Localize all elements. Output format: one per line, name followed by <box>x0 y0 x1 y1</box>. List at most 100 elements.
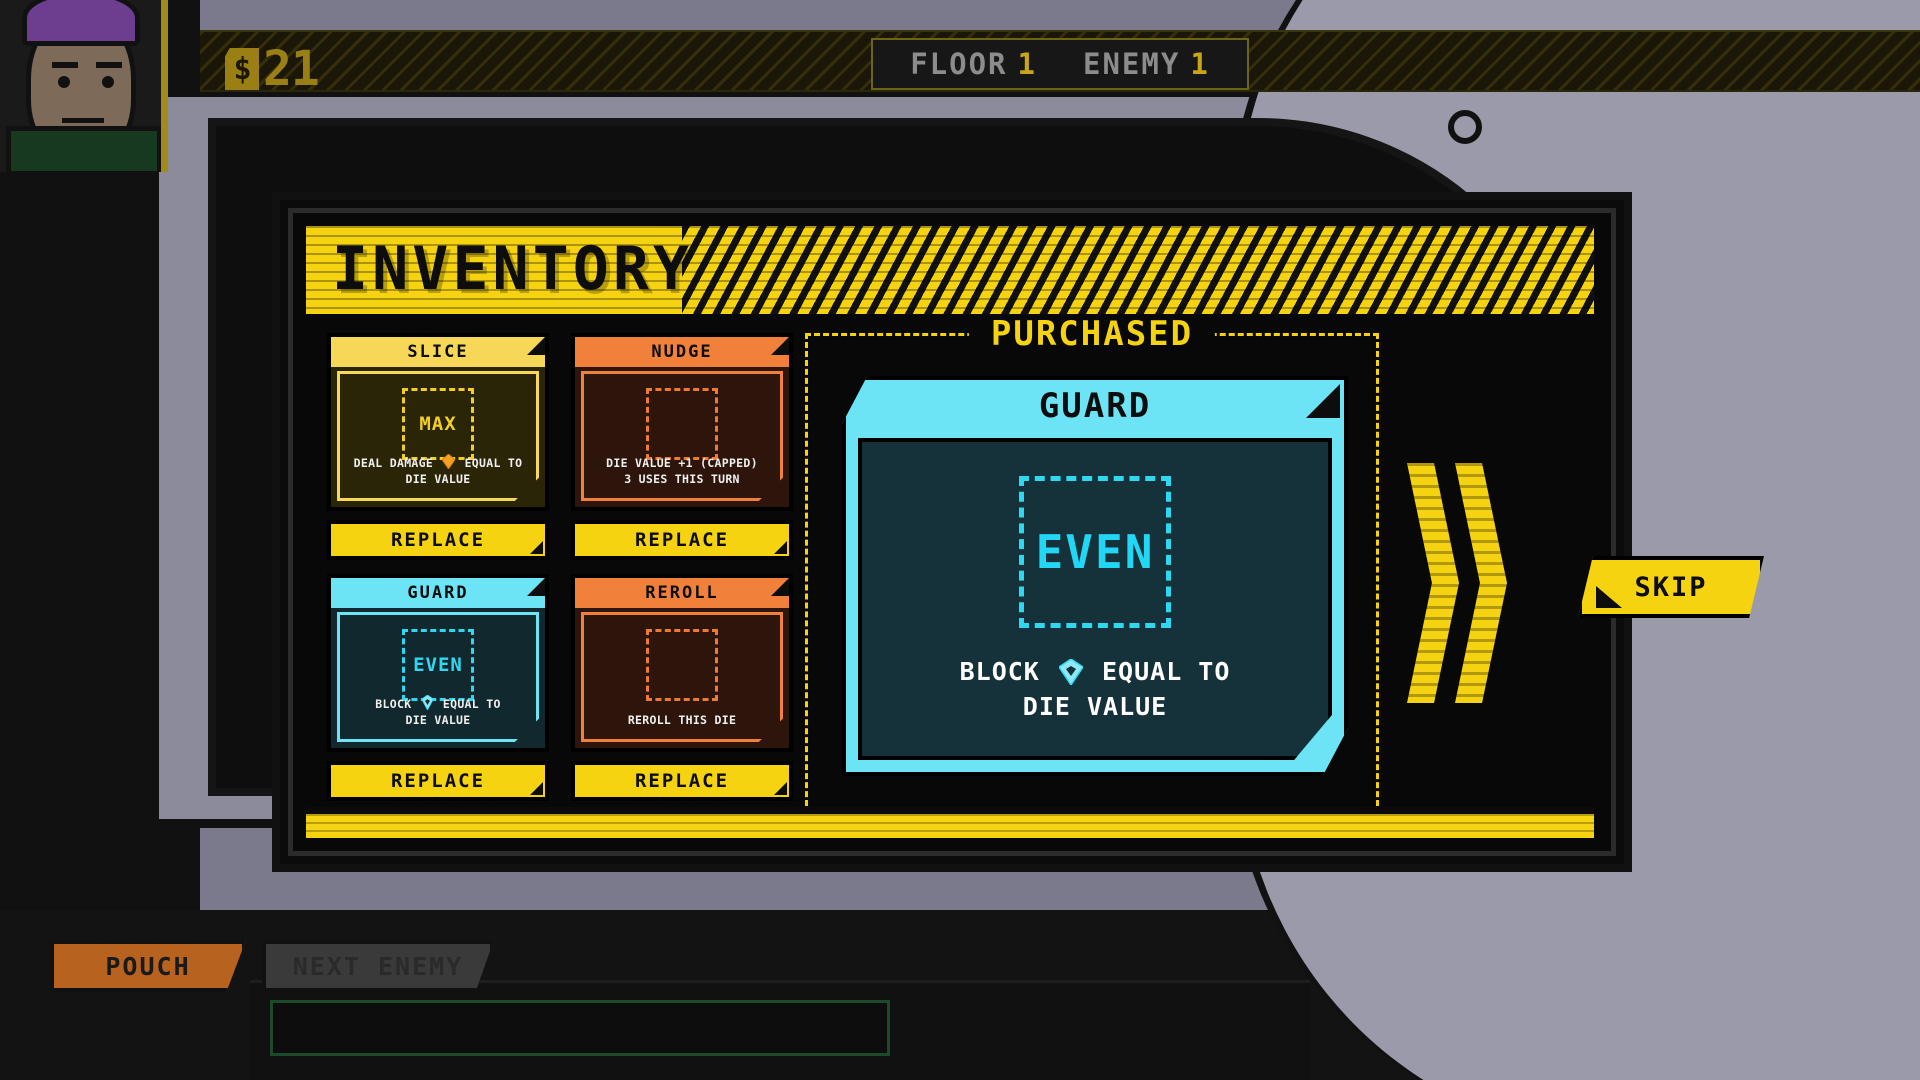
damage-diamond-icon <box>442 453 456 469</box>
desc-line1-pre: BLOCK <box>959 657 1040 686</box>
item-card-body: EVEN BLOCK EQUAL TO DIE VALUE <box>337 612 539 742</box>
corner-notch-icon <box>771 337 789 355</box>
inventory-slot-guard: GUARD EVEN BLOCK EQUAL TO <box>327 574 549 801</box>
panel-rail-shadow <box>306 807 1594 814</box>
item-card-body: DIE VALUE +1 (CAPPED) 3 USES THIS TURN <box>581 371 783 501</box>
portrait-jacket <box>6 126 161 172</box>
replace-label: REPLACE <box>390 529 486 551</box>
desc-line2: DIE VALUE <box>405 472 471 487</box>
bottom-bar-slot <box>270 1000 890 1056</box>
inventory-panel-inner: INVENTORY SLICE MAX DEAL DAMAGE <box>288 208 1619 856</box>
item-name: SLICE <box>407 342 469 362</box>
enemy-value: 1 <box>1190 47 1210 81</box>
purchased-card-header: GUARD <box>846 380 1344 432</box>
replace-label: REPLACE <box>390 770 486 792</box>
item-card-header: SLICE <box>331 337 545 367</box>
desc-line1: REROLL THIS DIE <box>627 713 737 728</box>
inventory-title-banner: INVENTORY <box>306 226 1594 314</box>
crater <box>1448 110 1482 144</box>
item-card-header: REROLL <box>575 578 789 608</box>
item-card-body: MAX DEAL DAMAGE EQUAL TO DIE VALUE <box>337 371 539 501</box>
portrait-eye <box>58 76 70 88</box>
skip-button[interactable]: SKIP <box>1578 556 1764 618</box>
shield-icon <box>420 694 434 710</box>
money-tag-icon: $ <box>225 48 259 90</box>
run-progress-readout: FLOOR 1 ENEMY 1 <box>871 38 1249 90</box>
item-card-slice[interactable]: SLICE MAX DEAL DAMAGE EQUAL TO <box>327 333 549 511</box>
portrait-eyebrow <box>52 62 78 68</box>
purchased-die-slot[interactable]: EVEN <box>1019 476 1171 628</box>
replace-button-slice[interactable]: REPLACE <box>327 520 549 560</box>
item-name: REROLL <box>645 583 719 603</box>
die-slot[interactable] <box>646 388 718 460</box>
item-card-nudge[interactable]: NUDGE DIE VALUE +1 (CAPPED) 3 USES THIS … <box>571 333 793 511</box>
top-hud-bar: $ 21 FLOOR 1 ENEMY 1 <box>200 30 1920 92</box>
floor-value: 1 <box>1017 47 1037 81</box>
replace-button-reroll[interactable]: REPLACE <box>571 761 793 801</box>
desc-line2: DIE VALUE <box>1022 692 1168 721</box>
item-description: REROLL THIS DIE <box>590 712 774 729</box>
replace-button-guard[interactable]: REPLACE <box>327 761 549 801</box>
purchased-card-description: BLOCK EQUAL TO DIE VALUE <box>960 654 1231 724</box>
item-card-guard[interactable]: GUARD EVEN BLOCK EQUAL TO <box>327 574 549 752</box>
item-name: GUARD <box>407 583 469 603</box>
portrait-eyebrow <box>96 62 122 68</box>
enemy-stat: ENEMY 1 <box>1083 47 1210 81</box>
banner-hatch-pattern <box>682 226 1594 314</box>
desc-line1-pre: DEAL DAMAGE <box>353 455 434 470</box>
desc-line1-post: EQUAL TO <box>1101 657 1231 686</box>
corner-notch-icon <box>1596 586 1622 608</box>
replace-label: REPLACE <box>634 529 730 551</box>
purchased-panel: PURCHASED GUARD EVEN BLOCK <box>805 314 1379 833</box>
corner-notch-icon <box>530 541 543 554</box>
pouch-label: POUCH <box>105 951 191 981</box>
item-name: NUDGE <box>651 342 713 362</box>
replace-button-nudge[interactable]: REPLACE <box>571 520 793 560</box>
item-description: DEAL DAMAGE EQUAL TO DIE VALUE <box>346 453 530 488</box>
die-slot[interactable]: MAX <box>402 388 474 460</box>
item-description: DIE VALUE +1 (CAPPED) 3 USES THIS TURN <box>590 455 774 488</box>
corner-notch-icon <box>774 541 787 554</box>
item-card-header: NUDGE <box>575 337 789 367</box>
desc-line1-post: EQUAL TO <box>442 696 501 711</box>
chevron-right-icon <box>1407 463 1459 703</box>
purchased-card-name: GUARD <box>1038 386 1152 426</box>
inventory-panel: INVENTORY SLICE MAX DEAL DAMAGE <box>272 192 1632 872</box>
floor-label: FLOOR <box>910 47 1008 81</box>
panel-bottom-rail <box>306 814 1594 838</box>
page-title: INVENTORY <box>332 234 694 304</box>
item-card-reroll[interactable]: REROLL REROLL THIS DIE <box>571 574 793 752</box>
corner-notch-icon <box>527 578 545 596</box>
purchased-label: PURCHASED <box>968 314 1216 354</box>
inventory-slot-nudge: NUDGE DIE VALUE +1 (CAPPED) 3 USES THIS … <box>571 333 793 560</box>
corner-notch-icon <box>527 337 545 355</box>
money-display: $ 21 <box>225 41 320 92</box>
pouch-button[interactable]: POUCH <box>50 940 246 992</box>
inventory-slot-reroll: REROLL REROLL THIS DIE REPLACE <box>571 574 793 801</box>
desc-line1-pre: BLOCK <box>375 696 412 711</box>
purchased-card-guard[interactable]: GUARD EVEN BLOCK EQUAL TO <box>842 376 1348 776</box>
banner-scanlines <box>306 226 1594 314</box>
portrait-mouth <box>62 118 104 123</box>
corner-notch-icon <box>774 782 787 795</box>
shield-icon <box>1058 659 1083 685</box>
money-amount: 21 <box>263 41 320 92</box>
desc-line1: DIE VALUE +1 (CAPPED) <box>606 455 758 470</box>
portrait-hair <box>22 0 140 46</box>
purchased-card-body: EVEN BLOCK EQUAL TO DIE VALUE <box>858 438 1332 760</box>
corner-notch-icon <box>530 782 543 795</box>
die-slot[interactable]: EVEN <box>402 629 474 701</box>
desc-line2: 3 USES THIS TURN <box>624 472 740 487</box>
die-slot[interactable] <box>646 629 718 701</box>
desc-line2: DIE VALUE <box>405 713 471 728</box>
next-enemy-button[interactable]: NEXT ENEMY <box>262 940 494 992</box>
enemy-label: ENEMY <box>1083 47 1181 81</box>
skip-label: SKIP <box>1634 571 1708 603</box>
corner-notch-icon <box>1306 384 1340 418</box>
inventory-slot-slice: SLICE MAX DEAL DAMAGE EQUAL TO <box>327 333 549 560</box>
chevron-right-icon <box>1455 463 1507 703</box>
item-card-body: REROLL THIS DIE <box>581 612 783 742</box>
floor-stat: FLOOR 1 <box>910 47 1037 81</box>
desc-line1-post: EQUAL TO <box>464 455 523 470</box>
